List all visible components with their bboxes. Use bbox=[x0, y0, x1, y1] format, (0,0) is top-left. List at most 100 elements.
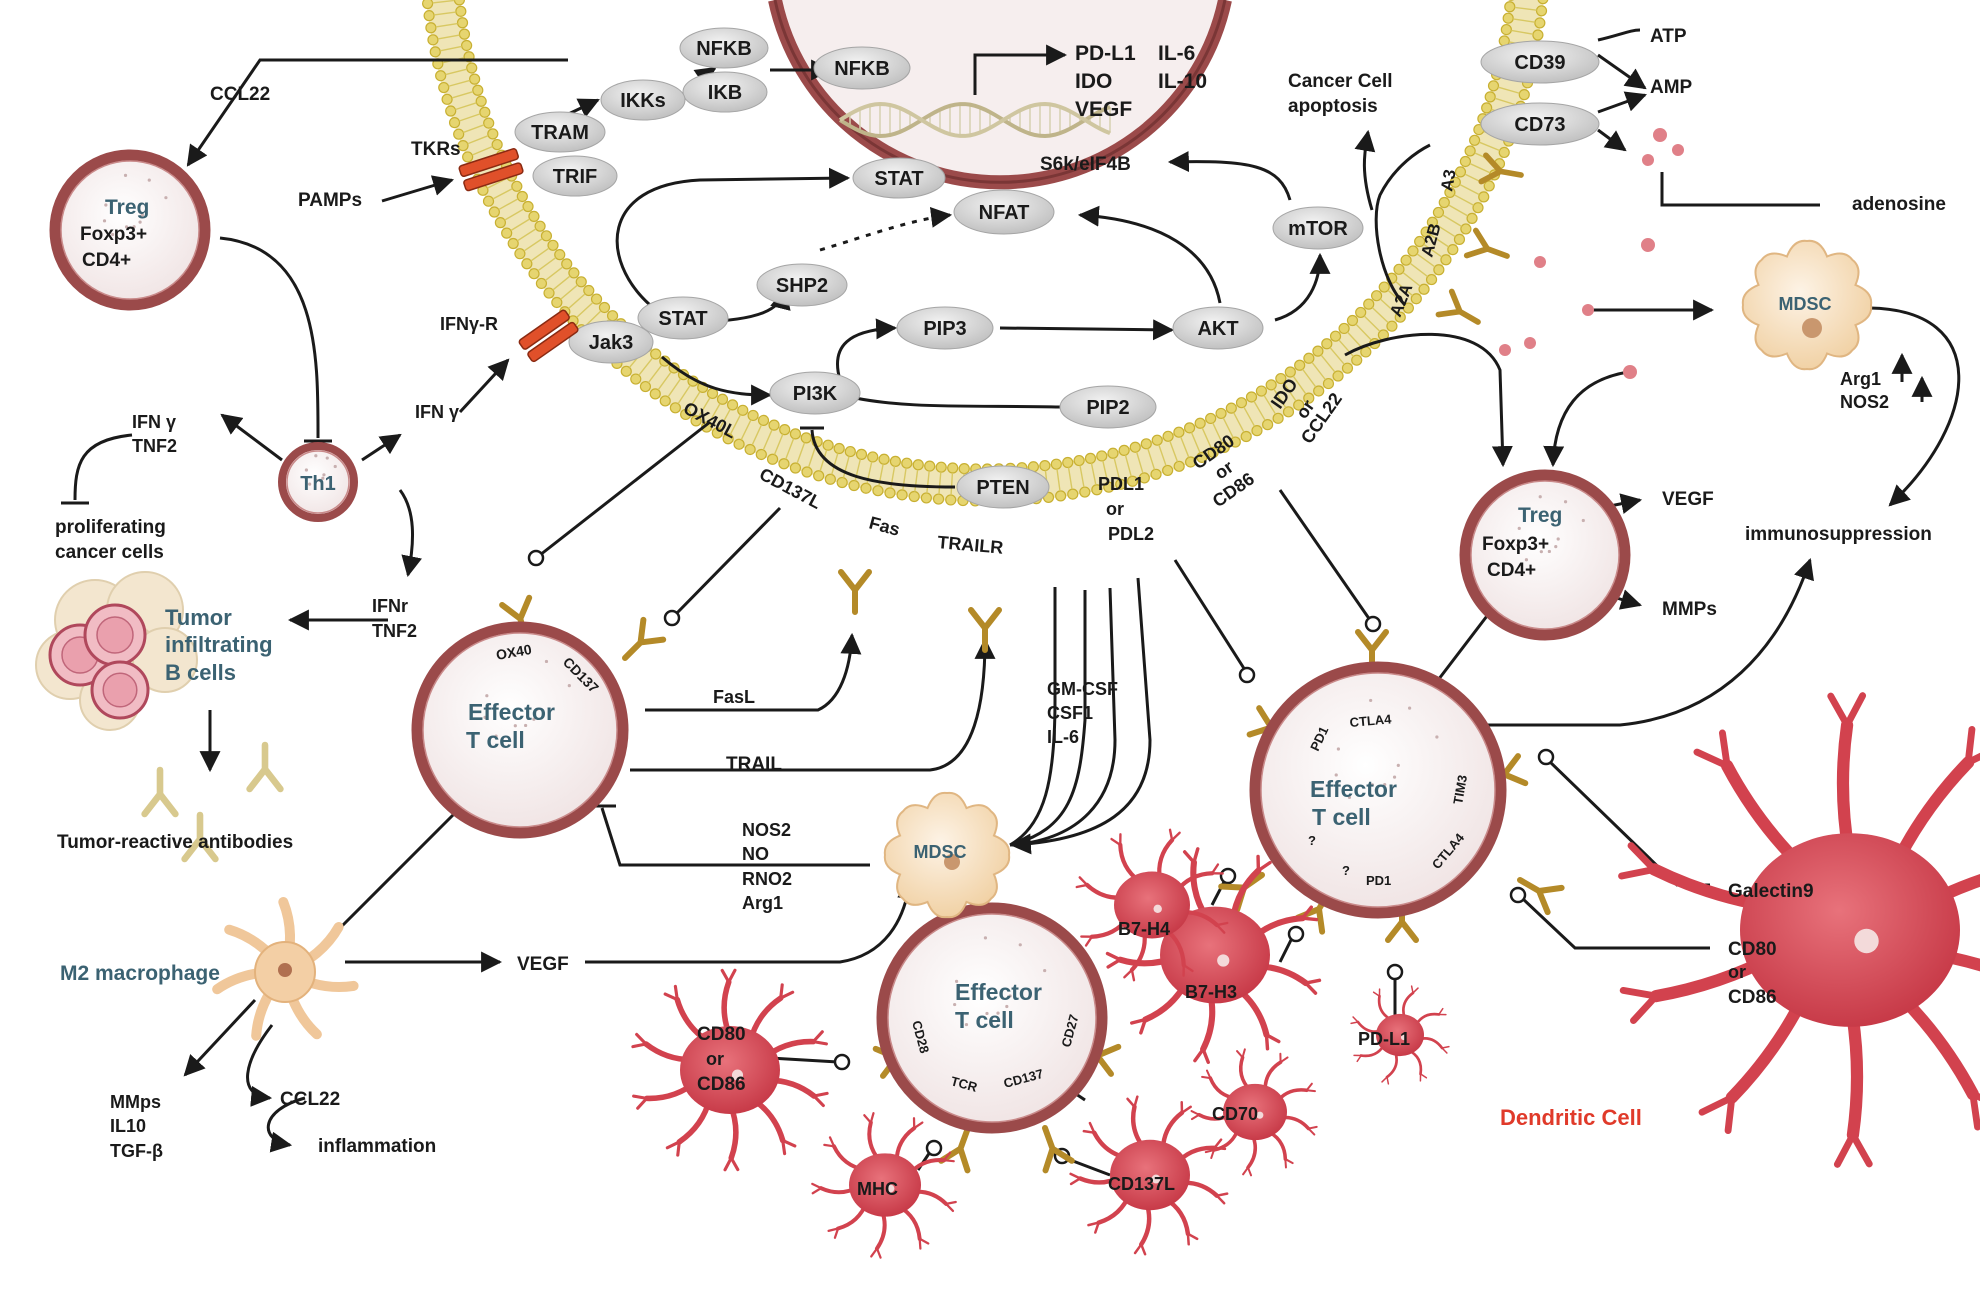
ligand-end bbox=[1509, 886, 1527, 904]
connector bbox=[186, 58, 568, 167]
treg-right-cd4: CD4+ bbox=[1487, 560, 1536, 581]
label-ifng: IFN γ bbox=[415, 402, 459, 422]
output-vegf: VEGF bbox=[1075, 98, 1132, 121]
pi3k bbox=[769, 371, 861, 415]
dendritic-cell-mhc bbox=[811, 1112, 957, 1259]
cd39 bbox=[1480, 40, 1600, 84]
connector bbox=[1167, 151, 1292, 201]
receptor-icon bbox=[622, 616, 667, 661]
ligand-end bbox=[925, 1139, 943, 1157]
th1-title: Th1 bbox=[300, 473, 336, 495]
connector bbox=[615, 167, 851, 307]
dna-helix-icon bbox=[838, 102, 1111, 138]
label-antibodies: Tumor-reactive antibodies bbox=[57, 832, 293, 853]
label-fasl: FasL bbox=[713, 687, 755, 707]
connector bbox=[999, 319, 1175, 341]
label-adenosine: adenosine bbox=[1852, 194, 1946, 215]
adenosine-dot bbox=[1642, 154, 1654, 166]
connector bbox=[1520, 896, 1710, 950]
nfat bbox=[953, 189, 1055, 235]
cd73 bbox=[1480, 102, 1600, 146]
eff-right-tim3: TIM3 bbox=[1450, 774, 1470, 806]
ikb bbox=[682, 71, 768, 113]
cells bbox=[35, 128, 1980, 1259]
pip2-label: PIP2 bbox=[1086, 397, 1129, 419]
connector bbox=[1869, 306, 1961, 507]
connector bbox=[1597, 53, 1647, 90]
label-ifnr_a: IFNr bbox=[372, 596, 408, 616]
ligand-end bbox=[1238, 666, 1256, 684]
connector bbox=[841, 393, 1061, 409]
mtor-label: mTOR bbox=[1288, 218, 1348, 240]
label-gm_c: IL-6 bbox=[1047, 727, 1079, 747]
shp2 bbox=[756, 263, 848, 307]
ikb-label: IKB bbox=[708, 82, 742, 104]
label-nos_a: NOS2 bbox=[742, 820, 791, 840]
treg-left-cd4: CD4+ bbox=[82, 250, 131, 271]
connector bbox=[1430, 611, 1492, 689]
label-amp: AMP bbox=[1650, 77, 1693, 98]
dendritic-cell-cd70 bbox=[1190, 1048, 1318, 1177]
connector bbox=[183, 998, 257, 1077]
connector bbox=[1278, 489, 1372, 621]
label-inflammation: inflammation bbox=[318, 1136, 436, 1157]
m2-macrophage-cell bbox=[212, 897, 359, 1041]
adenosine-dot bbox=[1499, 344, 1511, 356]
label-fas: Fas bbox=[867, 513, 902, 540]
receptor-icon bbox=[141, 766, 179, 818]
effector-right-cell bbox=[1249, 661, 1507, 919]
nfkb-nuclear bbox=[813, 46, 911, 90]
connector bbox=[661, 355, 773, 406]
label-mmps_b: IL10 bbox=[110, 1116, 146, 1136]
connector bbox=[398, 489, 422, 578]
jak3-label: Jak3 bbox=[589, 332, 634, 354]
trif bbox=[532, 155, 618, 197]
label-pamps: PAMPs bbox=[298, 190, 362, 211]
receptor-icon bbox=[838, 569, 872, 615]
adenosine-dot bbox=[1672, 144, 1684, 156]
label-prolif_a: proliferating bbox=[55, 517, 166, 538]
label-pdl_b: or bbox=[1106, 499, 1124, 519]
tkr-receptor-icon bbox=[458, 148, 524, 192]
connector bbox=[674, 506, 782, 616]
tram-label: TRAM bbox=[531, 122, 589, 144]
eff-right-pd1-b: PD1 bbox=[1366, 873, 1391, 888]
pip3-label: PIP3 bbox=[923, 318, 966, 340]
label-cd70: CD70 bbox=[1212, 1104, 1258, 1124]
eff-right-q1: ? bbox=[1308, 833, 1316, 848]
dendritic-cell-cd80-bottom bbox=[631, 968, 829, 1172]
connector bbox=[645, 632, 862, 712]
stat-label: STAT bbox=[658, 308, 707, 330]
stat-nuclear bbox=[852, 157, 946, 199]
ligand-end bbox=[1287, 925, 1305, 943]
label-prolif_b: cancer cells bbox=[55, 542, 164, 563]
mdsc-right-cell bbox=[1741, 239, 1873, 371]
effector-left-title-a: Effector bbox=[468, 699, 555, 725]
label-bot_cd80_a: CD80 bbox=[697, 1024, 746, 1045]
receptor-icon bbox=[1435, 288, 1481, 325]
effector-left-cell bbox=[411, 621, 629, 839]
ligand-end bbox=[527, 549, 545, 567]
output-il10: IL-10 bbox=[1158, 70, 1207, 93]
stat bbox=[637, 296, 729, 340]
dendritic-cell-cd137l bbox=[1069, 1095, 1229, 1256]
adenosine-dot bbox=[1623, 365, 1637, 379]
connector bbox=[539, 420, 711, 557]
label-ifng_tnf2_a: IFN γ bbox=[132, 412, 176, 432]
receptor-icon bbox=[246, 741, 284, 793]
connector bbox=[73, 433, 133, 501]
label-gm_a: GM-CSF bbox=[1047, 679, 1118, 699]
connector bbox=[769, 1056, 839, 1064]
adenosine-dot bbox=[1524, 337, 1536, 349]
label-trailr: TRAILR bbox=[937, 532, 1004, 558]
nfat-label: NFAT bbox=[979, 202, 1030, 224]
connector bbox=[1597, 28, 1641, 42]
connector bbox=[1546, 758, 1710, 887]
label-cd137l_bot: CD137L bbox=[1108, 1174, 1175, 1194]
mdsc-right-title: MDSC bbox=[1779, 294, 1832, 314]
eff-right-q2: ? bbox=[1342, 863, 1350, 878]
effector-bottom-title-b: T cell bbox=[955, 1007, 1014, 1033]
effector-bottom-cell bbox=[876, 902, 1108, 1134]
label-mhc: MHC bbox=[857, 1179, 898, 1199]
